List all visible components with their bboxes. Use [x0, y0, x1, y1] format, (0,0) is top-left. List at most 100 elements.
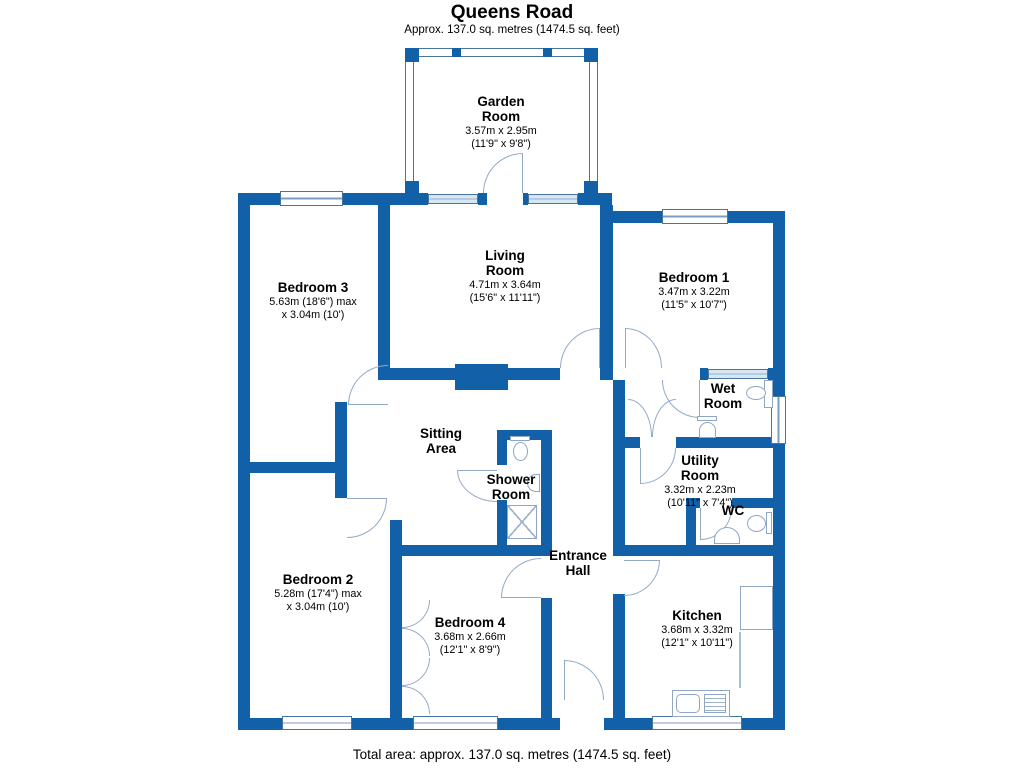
room-name: Bedroom 4: [434, 615, 506, 630]
toilet-icon: [513, 442, 528, 461]
room-label-utility-room: Utility Room 3.32m x 2.23m (10'11" x 7'4…: [664, 453, 735, 509]
room-label-garden-room: Garden Room 3.57m x 2.95m (11'9" x 9'8"): [465, 94, 536, 150]
room-name: Shower Room: [486, 472, 536, 503]
door-arc-front-entrance: [564, 660, 604, 700]
room-dimensions: 3.68m x 2.66m: [434, 631, 506, 644]
wall-pillar: [405, 181, 419, 195]
wall-segment: [600, 205, 613, 380]
door-arc-living-room: [560, 328, 600, 368]
wall-pillar: [452, 48, 461, 57]
garden-room-window-wall: [405, 48, 598, 57]
room-name: Utility Room: [680, 453, 720, 484]
door-arc-kitchen: [624, 560, 660, 596]
sink-icon: [527, 474, 540, 492]
wall-segment: [238, 718, 282, 730]
room-label-bedroom-4: Bedroom 4 3.68m x 2.66m (12'1" x 8'9"): [434, 615, 505, 656]
room-name: Sitting Area: [420, 426, 462, 457]
room-dimensions: (10'11" x 7'4"): [667, 497, 733, 510]
window: [282, 716, 352, 730]
room-label-kitchen: Kitchen 3.68m x 3.32m (12'1" x 10'11"): [661, 608, 733, 649]
wall-segment: [250, 462, 347, 473]
wall-segment: [390, 545, 545, 556]
wall-segment: [497, 430, 507, 465]
room-dimensions: 3.57m x 2.95m: [465, 125, 537, 138]
wall-segment: [478, 193, 487, 205]
window: [413, 716, 498, 730]
wall-segment: [600, 211, 662, 223]
plan-footer: Total area: approx. 137.0 sq. metres (14…: [352, 747, 672, 762]
room-label-wc: WC: [722, 503, 745, 518]
room-name: Bedroom 2: [282, 572, 354, 587]
sink-icon: [714, 527, 740, 544]
room-dimensions: 4.71m x 3.64m: [469, 279, 541, 292]
wall-segment: [541, 598, 552, 718]
wall-pillar: [584, 181, 598, 195]
room-dimensions: 3.32m x 2.23m: [664, 484, 736, 497]
wall-pillar: [543, 48, 552, 57]
window: [428, 194, 478, 204]
door-arc-bedroom-3: [348, 365, 388, 405]
sink-drainer: [704, 694, 726, 713]
room-name: Entrance Hall: [549, 548, 607, 579]
wall-segment: [613, 380, 625, 437]
toilet-icon: [699, 422, 716, 438]
wall-segment: [676, 437, 785, 448]
plan-subtitle: Approx. 137.0 sq. metres (1474.5 sq. fee…: [404, 24, 620, 36]
fireplace: [455, 364, 508, 390]
window: [771, 396, 786, 444]
wall-segment: [352, 718, 413, 730]
closet-door-arc: [402, 686, 430, 714]
closet-door-arc: [652, 399, 676, 437]
room-dimensions: (15'6" x 11'11"): [469, 292, 541, 305]
room-name: Living Room: [485, 248, 525, 279]
wall-segment: [613, 437, 640, 448]
closet-door-arc: [402, 600, 430, 628]
room-dimensions: (11'5" x 10'7"): [661, 299, 727, 312]
room-name: Kitchen: [672, 608, 722, 623]
toilet-icon: [510, 436, 530, 441]
room-dimensions: 3.47m x 3.22m: [658, 286, 730, 299]
door-arc-garden-room: [483, 153, 523, 193]
closet-door-arc: [402, 628, 430, 656]
toilet-icon: [697, 416, 717, 421]
wall-segment: [541, 430, 552, 556]
sink-icon: [746, 386, 766, 400]
room-dimensions: 5.28m (17'4") max: [274, 588, 362, 601]
wall-segment: [497, 500, 507, 545]
room-dimensions: (12'1" x 10'11"): [661, 637, 733, 650]
room-dimensions: (12'1" x 8'9"): [439, 644, 501, 657]
wall-segment: [497, 430, 544, 440]
window: [280, 191, 343, 206]
wall-segment: [238, 193, 280, 205]
room-label-bedroom-2: Bedroom 2 5.28m (17'4") max x 3.04m (10'…: [274, 572, 362, 613]
wall-segment: [732, 498, 785, 508]
wall-segment: [378, 205, 390, 380]
wall-segment: [604, 718, 652, 730]
wall-segment: [773, 444, 785, 730]
wall-pillar: [405, 48, 419, 62]
wall-segment: [523, 193, 528, 205]
wall-segment: [768, 368, 778, 380]
wall-segment: [343, 193, 428, 205]
door-arc-bedroom-2: [347, 498, 387, 538]
wall-segment: [238, 193, 250, 730]
wall-segment: [773, 211, 785, 396]
shower-tray-icon: [507, 505, 537, 539]
room-dimensions: (11'9" x 9'8"): [471, 138, 531, 151]
room-dimensions: x 3.04m (10'): [281, 309, 345, 322]
wall-segment: [390, 520, 402, 718]
room-label-sitting-area: Sitting Area: [420, 426, 462, 456]
window: [652, 716, 742, 730]
wall-pillar: [584, 48, 598, 62]
window: [662, 209, 728, 224]
counter-line: [739, 632, 741, 688]
room-name: Bedroom 1: [658, 270, 730, 285]
kitchen-sink-bowl: [676, 694, 700, 713]
room-name: Bedroom 3: [277, 280, 349, 295]
room-name: Garden Room: [477, 94, 525, 125]
room-label-wet-room: Wet Room: [704, 381, 742, 411]
door-arc-bedroom-4: [501, 558, 541, 598]
toilet-icon: [747, 515, 766, 532]
wall-segment: [728, 211, 785, 223]
